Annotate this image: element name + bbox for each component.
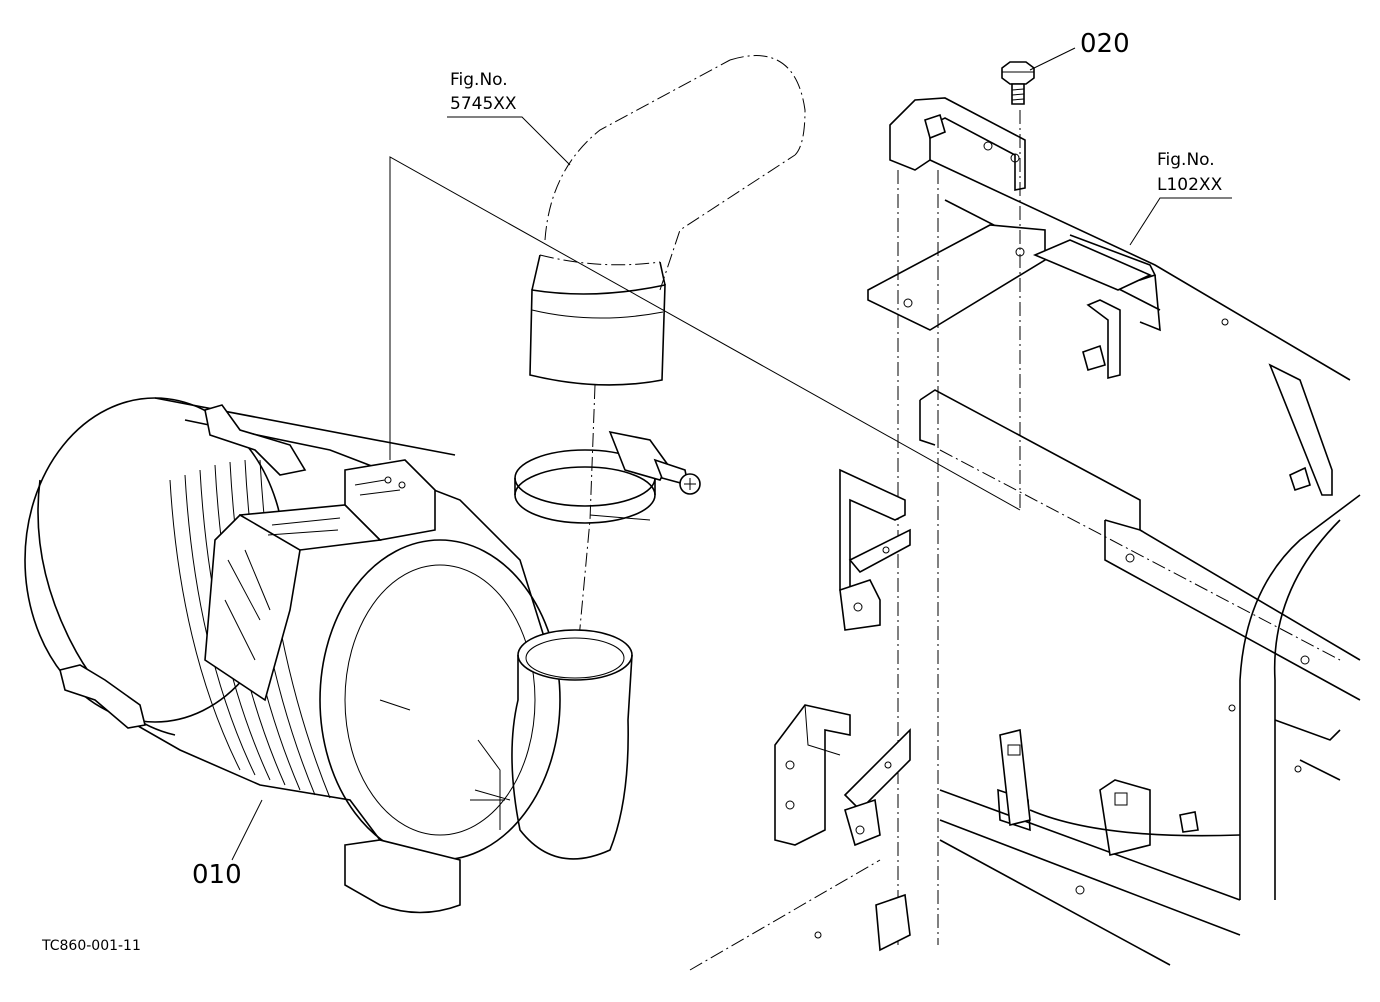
centerline-hose <box>576 384 596 661</box>
leader-010 <box>231 799 263 861</box>
leader-5745xx <box>447 116 571 166</box>
part-number-010: 010 <box>192 860 242 890</box>
intake-hose[interactable] <box>529 55 806 386</box>
bolt-020[interactable] <box>1001 61 1035 105</box>
air-cleaner-010[interactable] <box>24 397 633 914</box>
leader-010-bracket <box>389 156 1021 511</box>
leader-l102xx <box>1129 197 1232 246</box>
ref-hose-fig-number: 5745XX <box>450 94 517 114</box>
frame-structure <box>689 97 1361 971</box>
hose-clamp[interactable] <box>514 430 701 524</box>
ref-frame-fig-label: Fig.No. <box>1157 150 1215 170</box>
part-number-020: 020 <box>1080 29 1130 59</box>
ref-frame-fig-number: L102XX <box>1157 175 1223 195</box>
leader-020 <box>1029 47 1076 71</box>
drawing-code: TC860-001-11 <box>41 938 141 954</box>
ref-hose-fig-label: Fig.No. <box>450 70 508 90</box>
